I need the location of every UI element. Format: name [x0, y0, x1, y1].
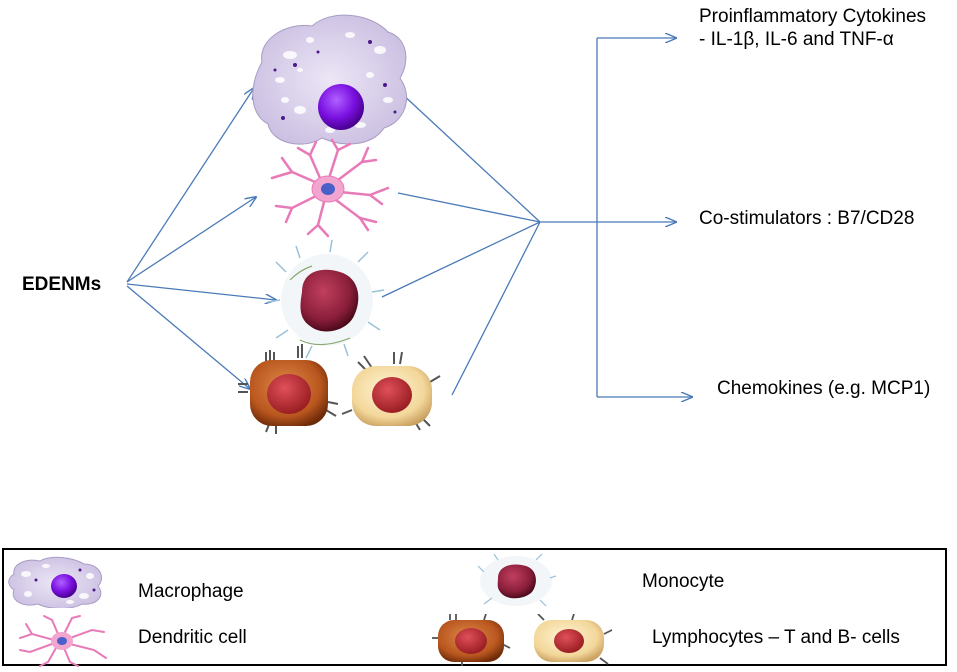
legend-macrophage-label: Macrophage: [138, 581, 244, 602]
monocyte-cell-icon: [267, 239, 385, 359]
output-branch: [596, 38, 692, 397]
legend-macrophage-icon: [8, 556, 102, 608]
legend-box: Macrophage Dendritic cell Monocyte Lymph…: [2, 548, 947, 667]
t-cell-icon: [238, 344, 339, 434]
b-cell-icon: [341, 351, 441, 431]
arrow-to-lymphocytes: [126, 285, 250, 389]
legend-lymphocytes-label: Lymphocytes – T and B- cells: [652, 627, 900, 648]
dendritic-cell-icon: [270, 138, 390, 238]
arrow-to-macrophage: [126, 88, 254, 283]
output-chemokines-label: Chemokines (e.g. MCP1): [717, 378, 931, 399]
arrow-to-dendritic: [126, 197, 256, 283]
source-arrows: [126, 88, 276, 389]
output-cytokines-label: Proinflammatory Cytokines - IL-1β, IL-6 …: [699, 6, 927, 50]
diagram-canvas: [126, 14, 957, 434]
line-from-monocyte: [381, 221, 541, 298]
arrow-to-monocyte: [126, 283, 276, 300]
legend-monocyte-label: Monocyte: [642, 571, 725, 592]
converging-lines: [381, 91, 597, 396]
output-costimulators-label: Co-stimulators : B7/CD28: [699, 208, 915, 229]
line-from-dendritic: [397, 192, 541, 223]
legend-monocyte-icon: [477, 554, 556, 607]
macrophage-cell-icon: [252, 14, 408, 145]
legend-lymphocytes-icon: [432, 614, 613, 666]
line-from-lymphocytes: [451, 221, 541, 396]
source-label-edenms: EDENMs: [22, 274, 102, 295]
legend-dendritic-icon: [19, 615, 107, 667]
line-from-macrophage: [399, 91, 541, 223]
legend-dendritic-label: Dendritic cell: [138, 627, 247, 648]
lymphocyte-cells-icon: [238, 344, 441, 434]
